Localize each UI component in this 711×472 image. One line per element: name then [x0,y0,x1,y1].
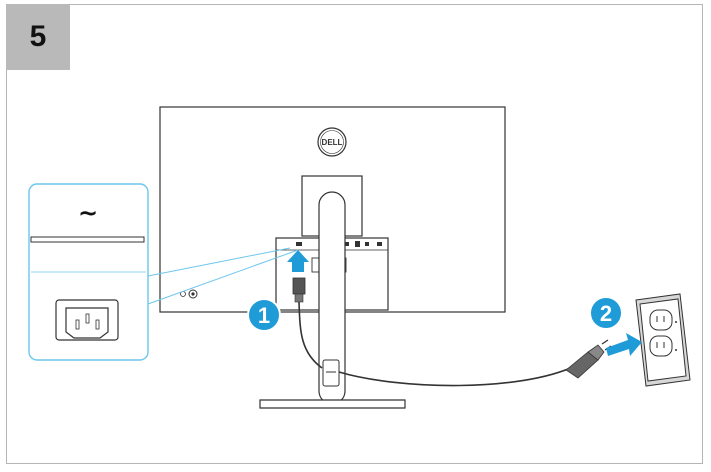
wall-outlet [635,293,691,387]
step-number: 5 [29,20,47,53]
dell-logo: DELL [317,127,347,157]
stand-base [259,399,406,409]
diagram-frame [6,4,703,464]
step-number-badge: 5 [6,4,70,70]
power-cable [298,301,576,387]
callout-2-badge: 2 [589,296,623,330]
callout-2-label: 2 [600,301,612,326]
ac-power-port-icon [55,299,119,341]
monitor-power-plug [292,277,306,303]
arrow-to-port [287,250,309,272]
zoom-line-bottom [147,249,299,305]
callout-1-label: 1 [258,303,270,328]
callout-1-badge: 1 [247,298,281,332]
wall-plug [565,339,612,379]
ac-symbol: ~ [78,199,98,227]
arrow-to-outlet [606,333,642,356]
zoom-line-top [147,247,291,277]
dell-logo-text: DELL [322,138,343,147]
